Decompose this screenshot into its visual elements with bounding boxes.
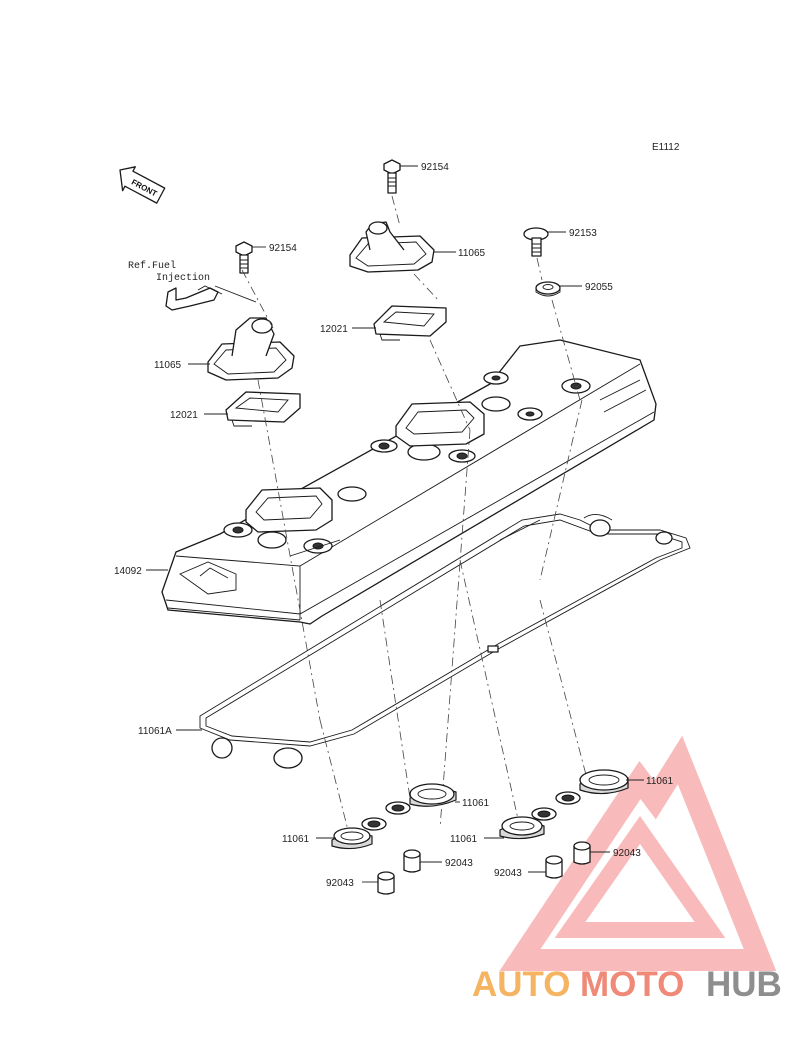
dowel-pin-b bbox=[403, 849, 421, 873]
plate-left bbox=[225, 391, 301, 427]
plug-seal-gasket-d bbox=[579, 769, 629, 795]
plate-right bbox=[373, 305, 447, 341]
bolt-left bbox=[235, 241, 253, 274]
label-plate-left: 12021 bbox=[170, 410, 198, 421]
label-bolt-left: 92154 bbox=[269, 243, 297, 254]
label-dowel-a: 92043 bbox=[326, 878, 354, 889]
label-dowel-c: 92043 bbox=[494, 868, 522, 879]
washer-92055 bbox=[535, 281, 561, 297]
label-washer-92055: 92055 bbox=[585, 282, 613, 293]
watermark-auto: AUTO bbox=[472, 965, 571, 1004]
label-gasket-c: 11061 bbox=[450, 834, 478, 845]
bolt-top bbox=[383, 159, 401, 194]
cylinder-head-cover bbox=[161, 339, 657, 625]
plug-seal-ring-b bbox=[385, 801, 411, 815]
reference-line1: Ref.Fuel bbox=[128, 260, 176, 272]
plug-seal-ring-c bbox=[531, 807, 557, 821]
diagram-code: E1112 bbox=[652, 142, 680, 153]
label-gasket-d: 11061 bbox=[646, 776, 674, 787]
label-gasket-a: 11061 bbox=[282, 834, 310, 845]
front-arrow-icon: FRONT bbox=[119, 166, 166, 204]
plug-seal-gasket-b bbox=[409, 783, 457, 807]
dowel-pin-d bbox=[573, 841, 591, 865]
bolt-92153 bbox=[523, 227, 549, 257]
breather-cover-right bbox=[349, 221, 435, 273]
reference-line2: Injection bbox=[156, 272, 210, 284]
breather-cover-left bbox=[207, 317, 295, 381]
dowel-pin-c bbox=[545, 855, 563, 879]
plug-seal-ring-d bbox=[555, 791, 581, 805]
label-breather-right: 11065 bbox=[458, 248, 486, 259]
label-cover: 14092 bbox=[114, 566, 142, 577]
plug-seal-gasket-c bbox=[499, 816, 545, 840]
dowel-pin-a bbox=[377, 871, 395, 895]
label-gasket-b: 11061 bbox=[462, 798, 490, 809]
label-dowel-b: 92043 bbox=[445, 858, 473, 869]
label-plate-right: 12021 bbox=[320, 324, 348, 335]
label-breather-left: 11065 bbox=[154, 360, 182, 371]
watermark-moto: MOTO bbox=[580, 965, 684, 1004]
label-bolt-top: 92154 bbox=[421, 162, 449, 173]
fuel-hose-bracket bbox=[165, 285, 223, 311]
label-bolt-92153: 92153 bbox=[569, 228, 597, 239]
label-dowel-d: 92043 bbox=[613, 848, 641, 859]
head-cover-gasket bbox=[199, 513, 691, 769]
assembly-lines bbox=[241, 195, 591, 839]
plug-seal-gasket-a bbox=[331, 827, 373, 850]
watermark-logo-icon bbox=[499, 735, 777, 971]
watermark-text: AUTO MOTO HUB bbox=[472, 965, 782, 1004]
watermark-hub: HUB bbox=[706, 965, 782, 1004]
plug-seal-ring-a bbox=[361, 817, 387, 831]
label-gasket-main: 11061A bbox=[138, 726, 172, 737]
